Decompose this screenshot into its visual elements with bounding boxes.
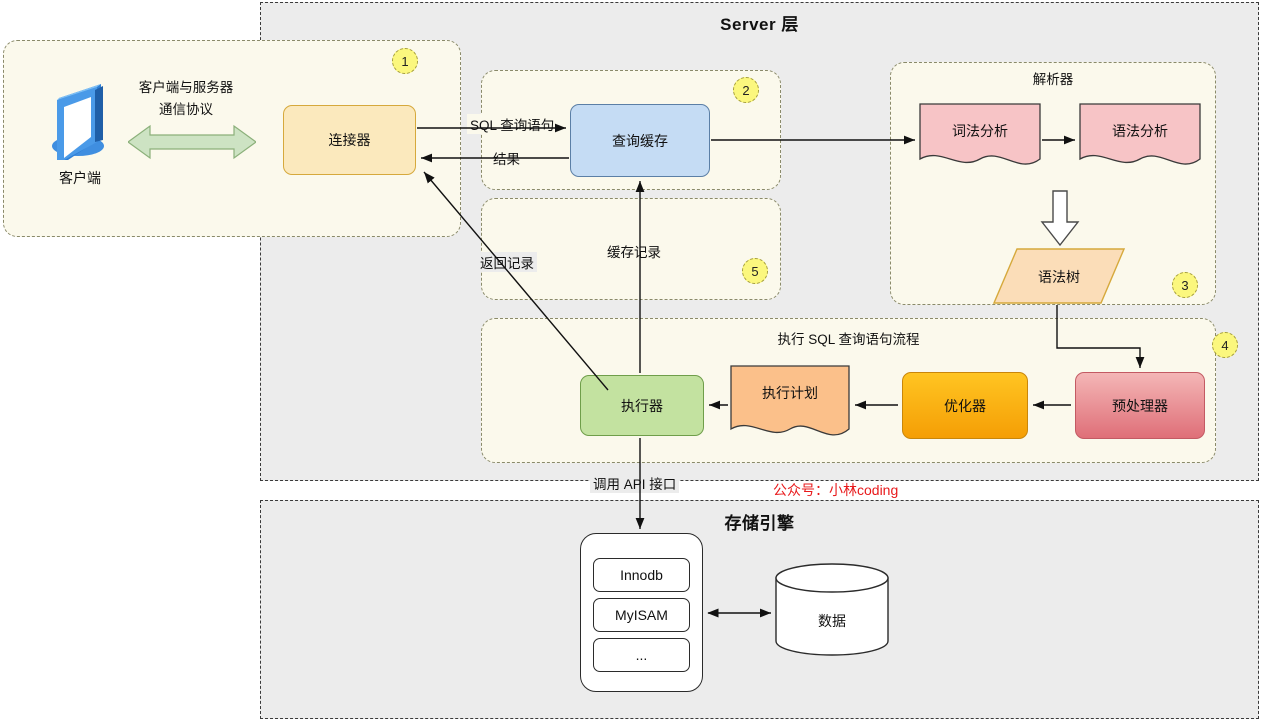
engine-item-other[interactable]: ...: [593, 638, 690, 672]
call-api-edge-label: 调用 API 接口: [590, 473, 680, 493]
exec-plan-label: 执行计划: [762, 385, 818, 401]
protocol-label-line2: 通信协议: [159, 102, 213, 117]
lexical-analysis-node[interactable]: 词法分析: [919, 103, 1041, 173]
return-record-edge-label: 返回记录: [477, 252, 537, 272]
lexical-analysis-label: 词法分析: [952, 123, 1008, 139]
parser-title: 解析器: [1032, 72, 1074, 87]
badge-4: 4: [1212, 332, 1238, 358]
badge-2: 2: [733, 77, 759, 103]
parser-hollow-arrow-icon: [1040, 190, 1080, 247]
engine-item-myisam[interactable]: MyISAM: [593, 598, 690, 632]
result-edge-label: 结果: [490, 148, 523, 168]
data-cylinder-label: 数据: [818, 613, 846, 629]
badge-3: 3: [1172, 272, 1198, 298]
client-label: 客户端: [59, 170, 101, 186]
protocol-label-line1: 客户端与服务器: [138, 80, 234, 95]
exec-plan-node[interactable]: 执行计划: [730, 365, 850, 445]
syntax-analysis-label: 语法分析: [1112, 123, 1168, 139]
sql-query-edge-label: SQL 查询语句: [467, 114, 558, 134]
engine-item-innodb[interactable]: Innodb: [593, 558, 690, 592]
storage-engine-title: 存储引擎: [724, 514, 795, 533]
watermark-label: 公众号：小林coding: [773, 482, 899, 498]
optimizer-node[interactable]: 优化器: [902, 372, 1028, 439]
server-layer-title: Server 层: [720, 15, 799, 34]
data-cylinder-node[interactable]: 数据: [775, 563, 889, 656]
executor-node[interactable]: 执行器: [580, 375, 704, 436]
badge-5: 5: [742, 258, 768, 284]
monitor-icon: [45, 80, 117, 166]
badge-1: 1: [392, 48, 418, 74]
protocol-double-arrow-icon: [126, 122, 258, 162]
connector-node[interactable]: 连接器: [283, 105, 416, 175]
query-cache-node[interactable]: 查询缓存: [570, 104, 710, 177]
preprocessor-node[interactable]: 预处理器: [1075, 372, 1205, 439]
exec-flow-title: 执行 SQL 查询语句流程: [777, 332, 920, 347]
cache-record-edge-label: 缓存记录: [604, 241, 664, 261]
syntax-tree-label: 语法树: [1038, 269, 1080, 285]
syntax-tree-node[interactable]: 语法树: [993, 248, 1125, 304]
syntax-analysis-node[interactable]: 语法分析: [1079, 103, 1201, 173]
